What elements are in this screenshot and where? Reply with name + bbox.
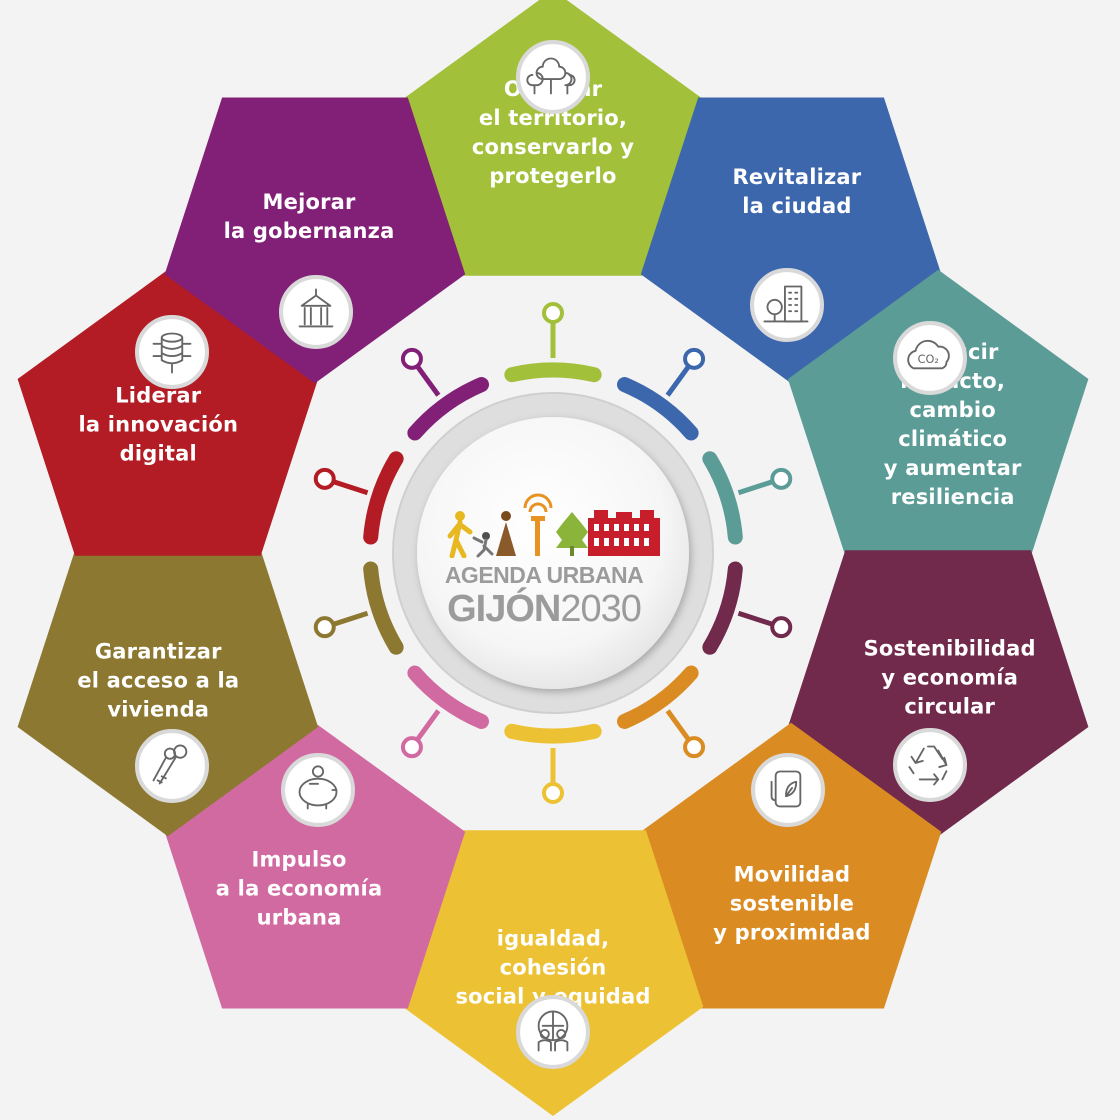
people-globe-icon [516,995,590,1069]
connector-dot-7 [400,736,423,759]
city-buildings-icon [750,268,824,342]
theme-label-2: Revitalizar la ciudad [732,165,862,219]
svg-text:CO₂: CO₂ [918,353,939,366]
logo-city: GIJÓN [447,588,561,630]
trees-icon [516,40,590,114]
connector-dot-2 [683,347,706,370]
center-disc [417,417,689,689]
connector-dot-8 [313,616,336,639]
connector-dot-1 [542,302,564,324]
theme-label-4: Sostenibilidad y economía circular [863,636,1036,719]
ring-segment-3 [702,451,743,545]
agenda-urbana-logo: AGENDA URBANA GIJÓN2030 [418,428,670,680]
recycle-icon [893,728,967,802]
keys-icon [135,729,209,803]
connector-dot-5 [683,736,706,759]
pentagon-8 [17,550,319,837]
pentagon-10 [164,97,466,384]
ring-segment-8 [363,561,404,655]
ring-segment-10 [407,377,489,441]
logo-title: AGENDA URBANA [444,562,644,588]
pentagon-3 [787,269,1089,556]
ring-segment-7 [407,665,489,729]
pentagon-5 [640,722,942,1009]
charging-station-icon [751,753,825,827]
ring-segment-2 [617,377,699,441]
pentagon-4 [787,550,1089,837]
government-building-icon [279,275,353,349]
ring-segment-5 [617,665,699,729]
theme-label-9: Liderar la innovación digital [78,383,239,466]
connector-dot-10 [400,347,423,370]
piggy-bank-icon [281,753,355,827]
connector-dot-6 [542,782,564,804]
ring-segment-9 [363,451,404,545]
database-icon [135,315,209,389]
logo-figures-icon [447,493,660,559]
pentagon-9 [17,269,319,556]
co2-cloud-icon: CO₂ [893,321,967,395]
connector-dot-9 [313,467,336,490]
ring-segment-4 [702,561,743,655]
connector-dot-3 [770,467,793,490]
pentagon-7 [164,722,466,1009]
logo-city-year: GIJÓN2030 [418,588,670,631]
theme-label-10: Mejorar la gobernanza [223,190,395,244]
pentagon-2 [640,97,942,384]
pentagon-1 [402,0,704,276]
logo-year: 2030 [560,588,642,630]
connector-dot-4 [770,616,793,639]
ring-segment-6 [504,723,602,744]
theme-label-7: Impulso a la economía urbana [215,847,383,930]
theme-label-5: Movilidad sostenible y proximidad [713,862,871,945]
pentagon-6 [402,830,704,1116]
ring-segment-1 [504,362,602,383]
theme-label-8: Garantizar el acceso a la vivienda [77,639,240,722]
